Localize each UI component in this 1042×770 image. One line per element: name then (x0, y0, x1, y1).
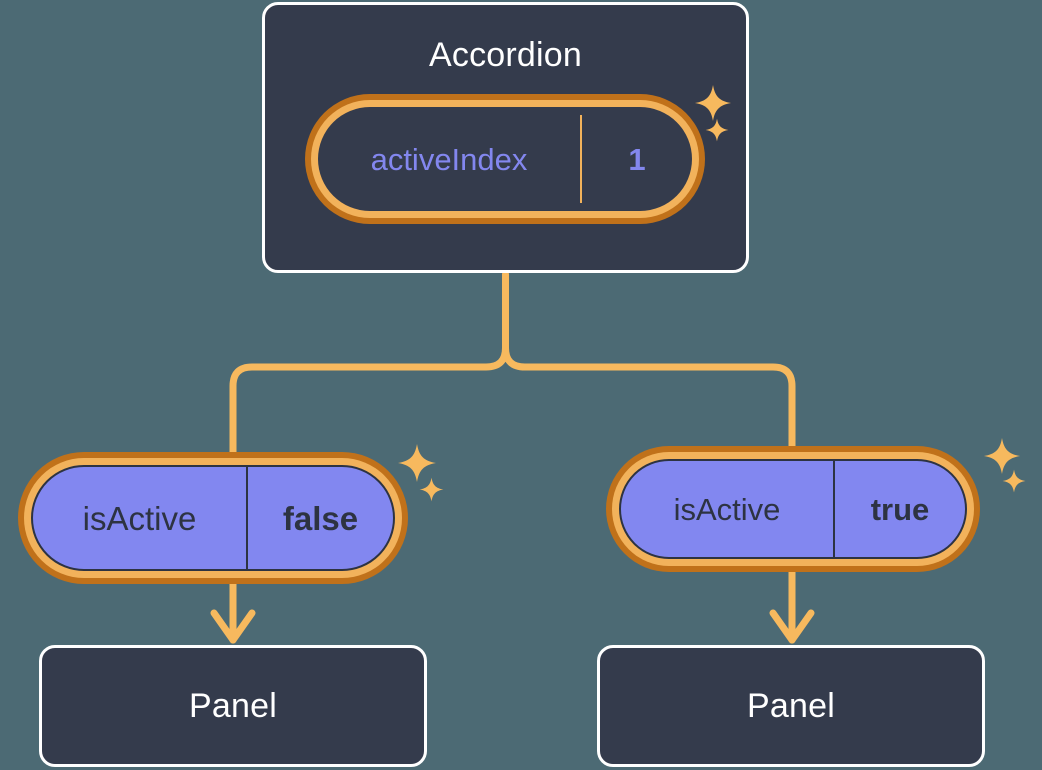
state-pill-inner-ring: isActive false (24, 458, 402, 578)
state-pill-isactive-left[interactable]: isActive false (18, 452, 408, 584)
sparkle-icon (419, 477, 444, 502)
state-pill-divider (580, 115, 582, 203)
state-key: isActive (82, 499, 197, 537)
state-pill-body: isActive false (31, 465, 395, 571)
component-card-panel-left[interactable]: Panel (39, 645, 427, 767)
component-card-panel-right[interactable]: Panel (597, 645, 985, 767)
state-pill-activeindex[interactable]: activeIndex 1 (305, 94, 705, 224)
sparkle-icon (397, 443, 437, 483)
component-title: Panel (747, 687, 835, 725)
connector-branch-right (502, 344, 796, 450)
state-pill-divider (246, 467, 248, 569)
state-pill-inner-ring: isActive true (612, 452, 974, 566)
connector-branch-left (229, 344, 509, 456)
state-value: true (870, 491, 930, 527)
state-pill-isactive-right[interactable]: isActive true (606, 446, 980, 572)
sparkle-icon (1002, 469, 1026, 493)
state-pill-body: isActive true (619, 459, 967, 559)
state-key: activeIndex (370, 141, 528, 177)
state-value: 1 (628, 141, 646, 177)
state-pill-inner-ring: activeIndex 1 (311, 100, 699, 218)
state-pill-divider (833, 461, 835, 557)
connector-left-panel-arrowhead (210, 609, 256, 644)
state-key: isActive (673, 491, 781, 527)
connector-right-panel-arrowhead (769, 609, 815, 644)
state-value: false (282, 499, 359, 537)
component-title: Panel (189, 687, 277, 725)
sparkle-icon (983, 437, 1021, 475)
state-pill-body: activeIndex 1 (318, 107, 692, 211)
component-title: Accordion (429, 36, 582, 74)
